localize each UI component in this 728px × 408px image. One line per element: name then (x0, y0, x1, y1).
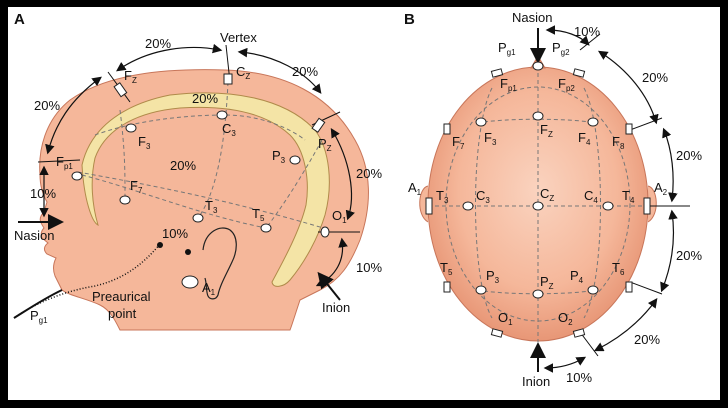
electrode-f3-side (125, 123, 137, 133)
electrode-f7-side (119, 195, 131, 205)
pct-top-bottom-right: 20% (634, 332, 660, 347)
label-f3-side: F3 (138, 134, 151, 151)
electrode-fz-side (113, 82, 128, 98)
vertex-label: Vertex (220, 30, 257, 45)
label-c4-top: C4 (584, 188, 598, 205)
label-pg2-top: Pg2 (552, 40, 570, 57)
label-o1-side: O1 (332, 208, 347, 225)
preauricular-dot (157, 242, 163, 248)
label-f4-top: F4 (578, 130, 591, 147)
label-f8-top: F8 (612, 134, 625, 151)
top-measure-arcs (543, 25, 678, 373)
pct-top-right1: 20% (642, 70, 668, 85)
label-c3-top: C3 (476, 188, 490, 205)
side-view: A (13, 11, 382, 331)
side-measure-arcs (39, 43, 355, 287)
label-f7-top: F7 (452, 134, 465, 151)
pct-top-bottom: 10% (566, 370, 592, 385)
ear-outline (202, 227, 237, 300)
label-p4-top: P4 (570, 268, 584, 285)
pct-left-upper: 20% (34, 98, 60, 113)
ear-lobe-a1 (181, 275, 199, 289)
label-a1-side: A1 (202, 280, 216, 297)
pct-right-lower: 10% (356, 260, 382, 275)
label-pg1-top: Pg1 (498, 40, 516, 57)
pct-inner-top: 20% (192, 91, 218, 106)
top-ticks (579, 33, 690, 357)
pct-top-right: 20% (292, 64, 318, 79)
pct-top-left: 20% (145, 36, 171, 51)
pct-ear: 10% (162, 226, 188, 241)
label-o2-top: O2 (558, 310, 573, 327)
label-fp1-top: Fp1 (500, 76, 517, 93)
top-view: B (404, 10, 702, 389)
electrode-t5-side (260, 223, 272, 233)
brain-band (81, 92, 330, 287)
label-cz-side: CZ (236, 64, 250, 81)
preauricular-label-line2: point (108, 306, 137, 321)
side-electrodes (71, 73, 330, 238)
inion-label-top: Inion (522, 374, 550, 389)
electrode-o1-side (320, 226, 330, 238)
pct-top-right2: 20% (676, 148, 702, 163)
electrode-t3-side (192, 213, 204, 223)
inion-arrow (317, 271, 341, 301)
top-electrode-labels: Pg1 Pg2 Fp1 Fp2 F7 F3 FZ F4 F8 A1 T3 C3 … (408, 40, 668, 327)
pct-top-top: 10% (574, 24, 600, 39)
top-inner-electrodes (462, 61, 614, 299)
label-t4-top: T4 (622, 188, 635, 205)
label-fz-top: FZ (540, 122, 553, 139)
label-cz-top: CZ (540, 186, 554, 203)
electrode-p3-side (289, 155, 301, 165)
label-f3-top: F3 (484, 130, 497, 147)
pct-top-right3: 20% (676, 248, 702, 263)
label-t3-side: T3 (205, 198, 218, 215)
label-pz-top: PZ (540, 274, 554, 291)
label-p3-side: P3 (272, 148, 286, 165)
label-c3-side: C3 (222, 121, 236, 138)
label-t5-side: T5 (252, 206, 265, 223)
inion-label-side: Inion (322, 300, 350, 315)
nasion-label-side: Nasion (14, 228, 54, 243)
electrode-pz-side (311, 117, 326, 133)
label-t6-top: T6 (612, 260, 625, 277)
panel-a-label: A (14, 11, 25, 28)
top-perimeter-electrodes (425, 68, 651, 338)
label-pg1-side: Pg1 (30, 308, 48, 325)
pct-inner-mid: 20% (170, 158, 196, 173)
label-fp2-top: Fp2 (558, 76, 575, 93)
pct-right-upper: 20% (356, 166, 382, 181)
label-fp1-side: Fp1 (56, 154, 73, 171)
label-t3-top: T3 (436, 188, 449, 205)
electrode-cz-side (223, 73, 233, 85)
electrode-c3-side (216, 110, 228, 120)
label-a1-top: A1 (408, 180, 422, 197)
label-o1-top: O1 (498, 310, 513, 327)
pct-left-lower: 10% (30, 186, 56, 201)
label-p3-top: P3 (486, 268, 500, 285)
label-pz-side: PZ (318, 136, 332, 153)
side-electrode-labels: FZ CZ PZ Fp1 F3 C3 P3 F7 T3 T5 O1 A1 Pg1 (30, 64, 347, 325)
electrode-fp1-side (71, 171, 83, 181)
side-grid-lines (77, 81, 331, 231)
label-a2-top: A2 (654, 180, 668, 197)
panel-b-label: B (404, 11, 415, 28)
preauricular-label-line1: Preaurical (92, 289, 151, 304)
preauricular-dot-2 (185, 249, 191, 255)
nasion-label-top: Nasion (512, 10, 552, 25)
pg1-wire (13, 289, 63, 319)
label-fz-side: FZ (124, 68, 137, 85)
label-t5-top: T5 (440, 260, 453, 277)
label-f7-side: F7 (130, 178, 143, 195)
preauricular-pointer (13, 243, 161, 319)
